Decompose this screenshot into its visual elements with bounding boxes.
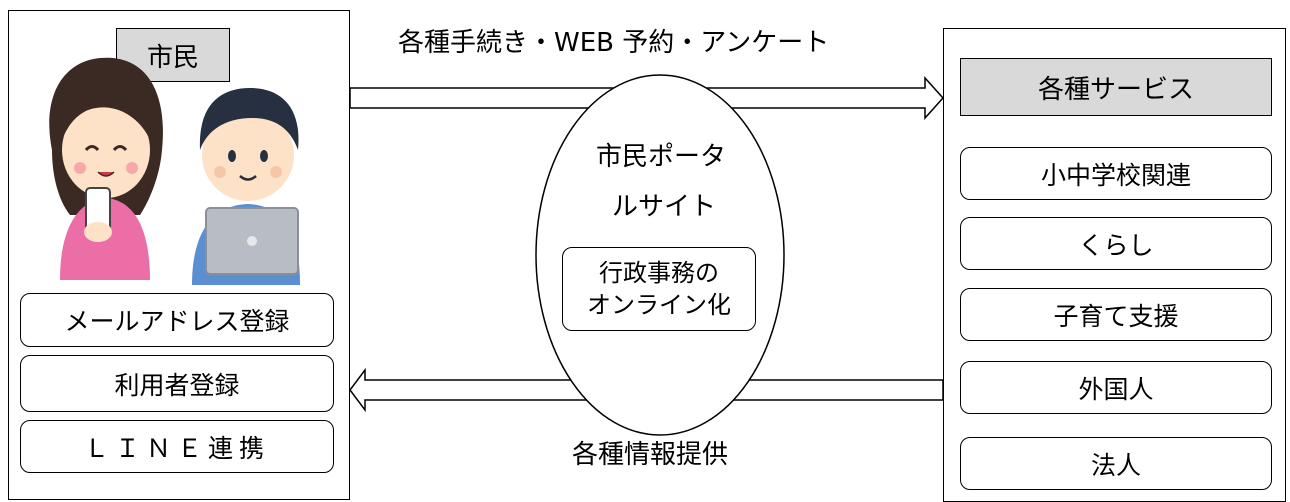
woman-with-smartphone-icon [49,57,163,280]
childcare-service-item[interactable]: 子育て支援 [960,288,1272,341]
request-arrow-label: 各種手続き・WEB 予約・アンケート [398,28,830,58]
info-arrow-label: 各種情報提供 [572,440,729,470]
living-service-item[interactable]: くらし [960,217,1272,270]
school-service-item[interactable]: 小中学校関連 [960,147,1272,200]
foreigner-service-item[interactable]: 外国人 [960,361,1272,414]
online-admin-line1: 行政事務の [599,259,719,287]
services-title: 各種サービス [960,58,1272,116]
user-registration-item[interactable]: 利用者登録 [20,355,334,412]
online-admin-line2: オンライン化 [587,291,731,319]
line-integration-item[interactable]: ＬＩＮＥ連携 [20,420,334,473]
portal-title-line2: ルサイト [612,192,717,222]
man-with-laptop-icon [192,88,300,285]
portal-title-line1: 市民ポータ [596,142,727,172]
email-registration-item[interactable]: メールアドレス登録 [20,293,334,347]
corporation-service-item[interactable]: 法人 [960,437,1272,490]
online-admin-box: 行政事務の オンライン化 [562,247,756,331]
